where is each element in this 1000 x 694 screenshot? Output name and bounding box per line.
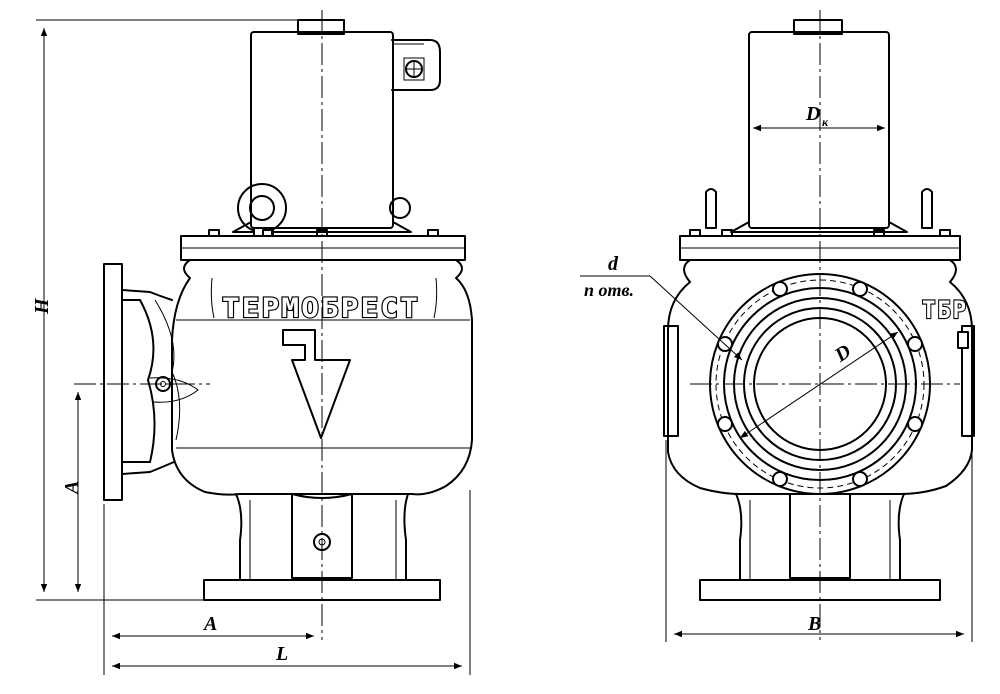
dim-A-horizontal-label: A (202, 613, 217, 635)
side-dimensions: H A A L (31, 19, 471, 675)
front-dimensions: D к D d n отв. B (580, 103, 973, 642)
brand-label: ТЕРМОБРЕСТ (222, 293, 420, 324)
dim-H-label: H (31, 297, 53, 315)
dim-d-label: d (608, 253, 619, 275)
dim-Dk-label: D (805, 103, 820, 125)
side-view: ТЕРМОБРЕСТ (74, 10, 473, 640)
side-valve-body (171, 259, 473, 496)
front-solenoid-coil (748, 31, 890, 229)
side-inlet-nozzle (103, 263, 199, 501)
dim-holes-label: n отв. (584, 280, 634, 300)
dim-A-vertical-label: A (61, 481, 83, 496)
dim-Dk-subscript: к (822, 115, 829, 129)
side-terminal-box (391, 39, 441, 91)
brand-partial-label: ТБР (922, 296, 968, 324)
front-view: ТБР (663, 10, 975, 640)
dim-L-label: L (275, 643, 288, 665)
front-valve-body (667, 259, 973, 495)
dim-B-label: B (807, 613, 821, 635)
flow-arrow-icon (282, 329, 351, 439)
